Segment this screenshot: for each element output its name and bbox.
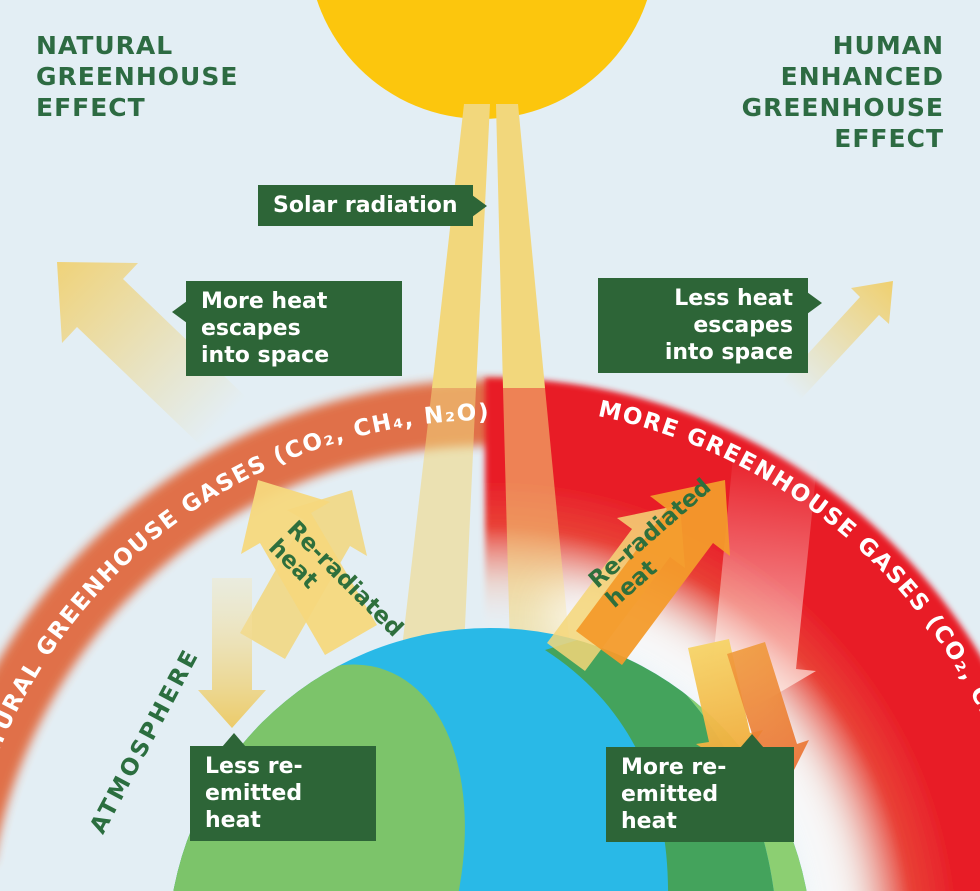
pointer-right-icon (807, 292, 822, 314)
callout-more-heat-escapes: More heat escapes into space (172, 281, 402, 376)
callout-less-reemitted-heat: Less re-emitted heat (190, 733, 376, 841)
arrow-more-heat-escapes (57, 262, 246, 445)
callout-line: heat (621, 809, 677, 834)
callout-less-heat-escapes: Less heat escapes into space (598, 278, 822, 373)
sunbeam-right-lower (503, 388, 570, 648)
callout-more-reemitted-heat: More re-emitted heat (606, 734, 794, 842)
sunbeam-left-lower (402, 388, 476, 648)
callout-line: Less heat escapes (674, 286, 793, 338)
heading-natural-effect: NATURAL GREENHOUSE EFFECT (36, 30, 238, 123)
heading-line: GREENHOUSE (741, 93, 944, 122)
heading-line: EFFECT (834, 124, 944, 153)
pointer-left-icon (172, 301, 187, 323)
heading-line: HUMAN (832, 31, 944, 60)
callout-line: into space (201, 343, 330, 368)
arrow-reradiated-left-up (241, 480, 377, 655)
sun-icon (316, 0, 648, 119)
arrow-less-reemitted-down (198, 578, 266, 728)
heading-line: GREENHOUSE (36, 62, 239, 91)
callout-line: More heat escapes (201, 289, 328, 341)
callout-line: into space (664, 340, 793, 365)
callout-text: Solar radiation (273, 193, 458, 218)
natural-gases-band (0, 379, 511, 832)
heading-line: NATURAL (36, 31, 174, 60)
callout-line: More re-emitted (621, 755, 727, 807)
sunbeam-right-upper (496, 104, 545, 388)
sunbeam-left-upper (432, 104, 490, 388)
earth-halo (545, 582, 859, 891)
heading-line: EFFECT (36, 93, 146, 122)
pointer-up-icon (740, 734, 764, 748)
arrow-less-heat-escapes (782, 281, 893, 400)
pointer-right-icon (471, 195, 487, 217)
solar-radiation-beams (402, 104, 570, 648)
callout-line: heat (205, 808, 261, 833)
heading-line: ENHANCED (780, 62, 944, 91)
callout-line: Less re-emitted (205, 754, 303, 806)
arrow-reradiated-right-up (576, 480, 730, 665)
pointer-up-icon (222, 733, 246, 747)
heading-human-enhanced-effect: HUMAN ENHANCED GREENHOUSE EFFECT (742, 30, 944, 154)
callout-solar-radiation: Solar radiation (258, 185, 487, 226)
